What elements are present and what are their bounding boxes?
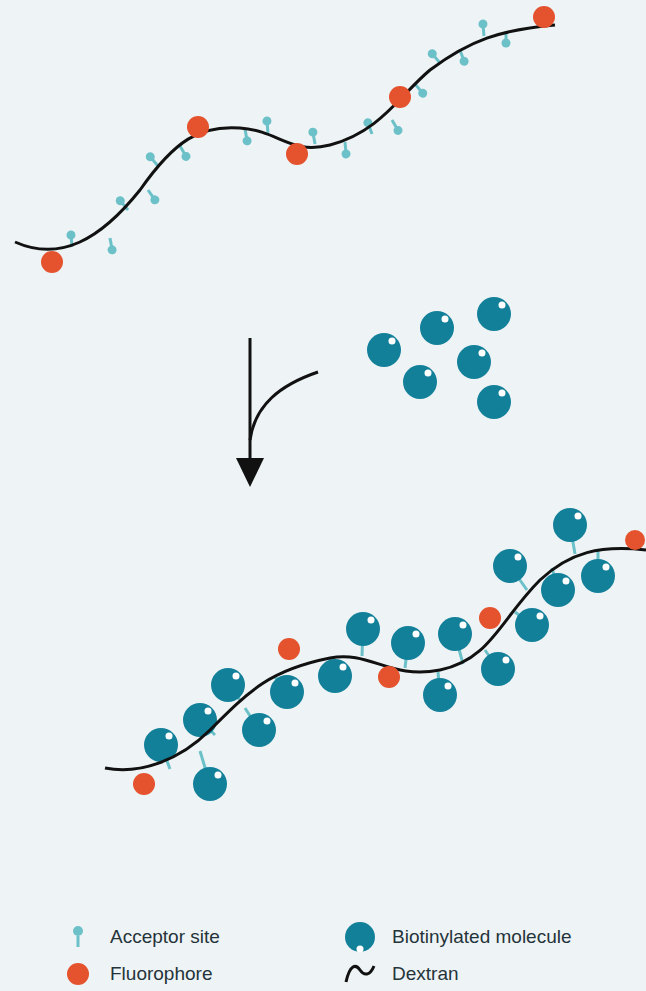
dextran-top [15,6,555,273]
legend-swatch [58,954,98,991]
legend-label: Dextran [392,963,459,985]
dextran-loaded-chain [105,530,646,795]
legend-label: Biotinylated molecule [392,926,572,948]
legend-label: Acceptor site [110,926,220,948]
legend-label: Fluorophore [110,963,212,985]
bound-molecules [144,508,615,801]
reaction-arrow [236,338,318,487]
legend-swatch [340,954,380,991]
free-molecules [367,297,511,419]
legend-swatch [58,917,98,957]
dextran-loaded [161,525,598,784]
legend-swatch [340,917,380,957]
